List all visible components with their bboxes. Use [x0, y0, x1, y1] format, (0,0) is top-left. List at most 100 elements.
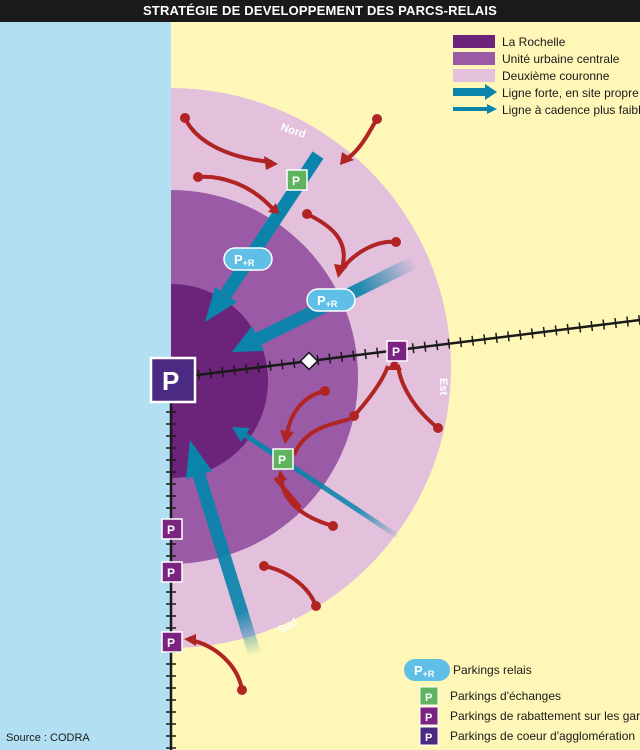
rail-tie	[566, 323, 570, 335]
p-purple-square: P	[419, 706, 439, 726]
rail-tie	[197, 369, 201, 380]
svg-text:P+R: P+R	[317, 293, 338, 309]
rail-tie	[376, 347, 379, 358]
red-arrow-8	[285, 389, 326, 436]
legend-label: La Rochelle	[502, 35, 566, 49]
rail-tie	[316, 354, 320, 366]
red-arrow-dots	[180, 113, 443, 695]
legend-label: Parkings de rabattement sur les gares	[450, 709, 640, 723]
p-gare-sud-3: P	[161, 631, 183, 653]
thick-blue-arrow	[453, 84, 497, 100]
junction-diamond	[299, 351, 319, 371]
svg-text:P: P	[425, 692, 432, 704]
red-arrow-12	[263, 564, 318, 607]
rail-tie	[471, 335, 475, 346]
ligne-forte-sud-arrowhead	[186, 440, 212, 479]
red-arrow-9	[292, 417, 351, 456]
red-arrow-1	[197, 174, 274, 210]
rail-tie	[233, 365, 236, 376]
legend-item: P Parkings d'échanges	[419, 686, 561, 706]
rail-tie	[352, 350, 355, 361]
rail-tie	[447, 338, 451, 349]
svg-text:P: P	[167, 636, 175, 650]
rail-tie	[495, 332, 498, 343]
svg-text:P+R: P+R	[414, 663, 435, 679]
p-echanges-nord: P	[286, 169, 308, 191]
legend-item: P+R Parkings relais	[404, 659, 532, 681]
map-parking-symbols: P+R P+R P P P P	[149, 169, 408, 653]
legend-item: La Rochelle	[453, 35, 566, 49]
rail-tie	[268, 360, 272, 371]
red-arrowhead	[276, 470, 287, 482]
p-gare-sud-1: P	[161, 518, 183, 540]
legend-label: Parkings relais	[453, 663, 532, 677]
p-coeur-agglomeration: P	[149, 356, 197, 404]
rail-tie	[530, 328, 534, 339]
legend-item: Unité urbaine centrale	[453, 52, 620, 66]
red-arrowhead	[388, 357, 402, 370]
legend-label: Ligne à cadence plus faible	[502, 103, 640, 117]
legend-item: P Parkings de rabattement sur les gares	[419, 706, 640, 726]
zone-swatch-light	[453, 69, 495, 82]
rail-tie	[340, 351, 344, 363]
ligne-forte-est-arrowhead	[232, 326, 264, 352]
svg-text:P: P	[167, 523, 175, 537]
legend-item: Ligne à cadence plus faible	[453, 103, 640, 117]
rail-tie	[280, 359, 284, 370]
red-arrow-10	[279, 474, 334, 528]
legend-label: Parkings de coeur d'agglomération	[450, 729, 635, 743]
rail-tie	[590, 320, 594, 332]
legend-item: Ligne forte, en site propre	[453, 84, 639, 100]
p-gare-sud-2: P	[161, 561, 183, 583]
zone-swatch-medium	[453, 52, 495, 65]
rail-tie	[602, 319, 606, 330]
red-arrow-7	[396, 364, 440, 430]
rail-tie	[292, 357, 296, 369]
svg-text:P: P	[292, 174, 300, 188]
red-arrow-6	[352, 365, 390, 418]
p-gare-est: P	[386, 340, 408, 362]
strategy-map: Nord Est Sud	[0, 22, 640, 750]
red-arrowhead	[184, 634, 196, 646]
thin-blue-arrow	[453, 104, 497, 114]
p-relais-est: P+R	[306, 288, 356, 312]
rail-tie	[483, 334, 486, 345]
ligne-forte-sud	[192, 473, 262, 657]
legend-label: Unité urbaine centrale	[502, 52, 620, 66]
svg-text:P: P	[278, 453, 286, 467]
legend-label: Ligne forte, en site propre	[502, 86, 639, 100]
zone-label-est: Est	[437, 378, 449, 395]
rail-tie	[507, 331, 510, 342]
red-arrow-13	[189, 638, 244, 691]
red-arrowhead	[264, 156, 278, 170]
svg-text:P: P	[167, 566, 175, 580]
svg-text:P: P	[392, 345, 400, 359]
page-title: STRATÉGIE DE DEVELOPPEMENT DES PARCS-REL…	[0, 0, 640, 22]
p-relais-nord: P+R	[223, 247, 273, 271]
rail-tie	[221, 366, 224, 377]
source-credit: Source : CODRA	[6, 732, 90, 744]
p-echanges-sud: P	[272, 448, 294, 470]
p-relais-pill: P+R	[404, 659, 450, 681]
ligne-cadence-faible-se-arrowhead	[232, 427, 250, 442]
rail-tie	[423, 341, 427, 352]
rail-tie	[542, 326, 546, 337]
p-green-square: P	[419, 686, 439, 706]
red-arrowhead	[334, 264, 348, 278]
svg-text:P: P	[425, 712, 432, 724]
rail-tie	[328, 353, 332, 364]
legend-label: Parkings d'échanges	[450, 689, 561, 703]
red-arrowhead	[340, 152, 354, 165]
svg-text:P+R: P+R	[234, 252, 255, 268]
legend-label: Deuxième couronne	[502, 69, 610, 83]
svg-text:P: P	[162, 366, 179, 396]
red-arrowhead	[268, 203, 279, 214]
rail-tie	[256, 362, 260, 373]
red-arrow-2	[183, 117, 273, 164]
red-arrow-4	[306, 212, 346, 269]
rail-tie	[411, 343, 415, 354]
